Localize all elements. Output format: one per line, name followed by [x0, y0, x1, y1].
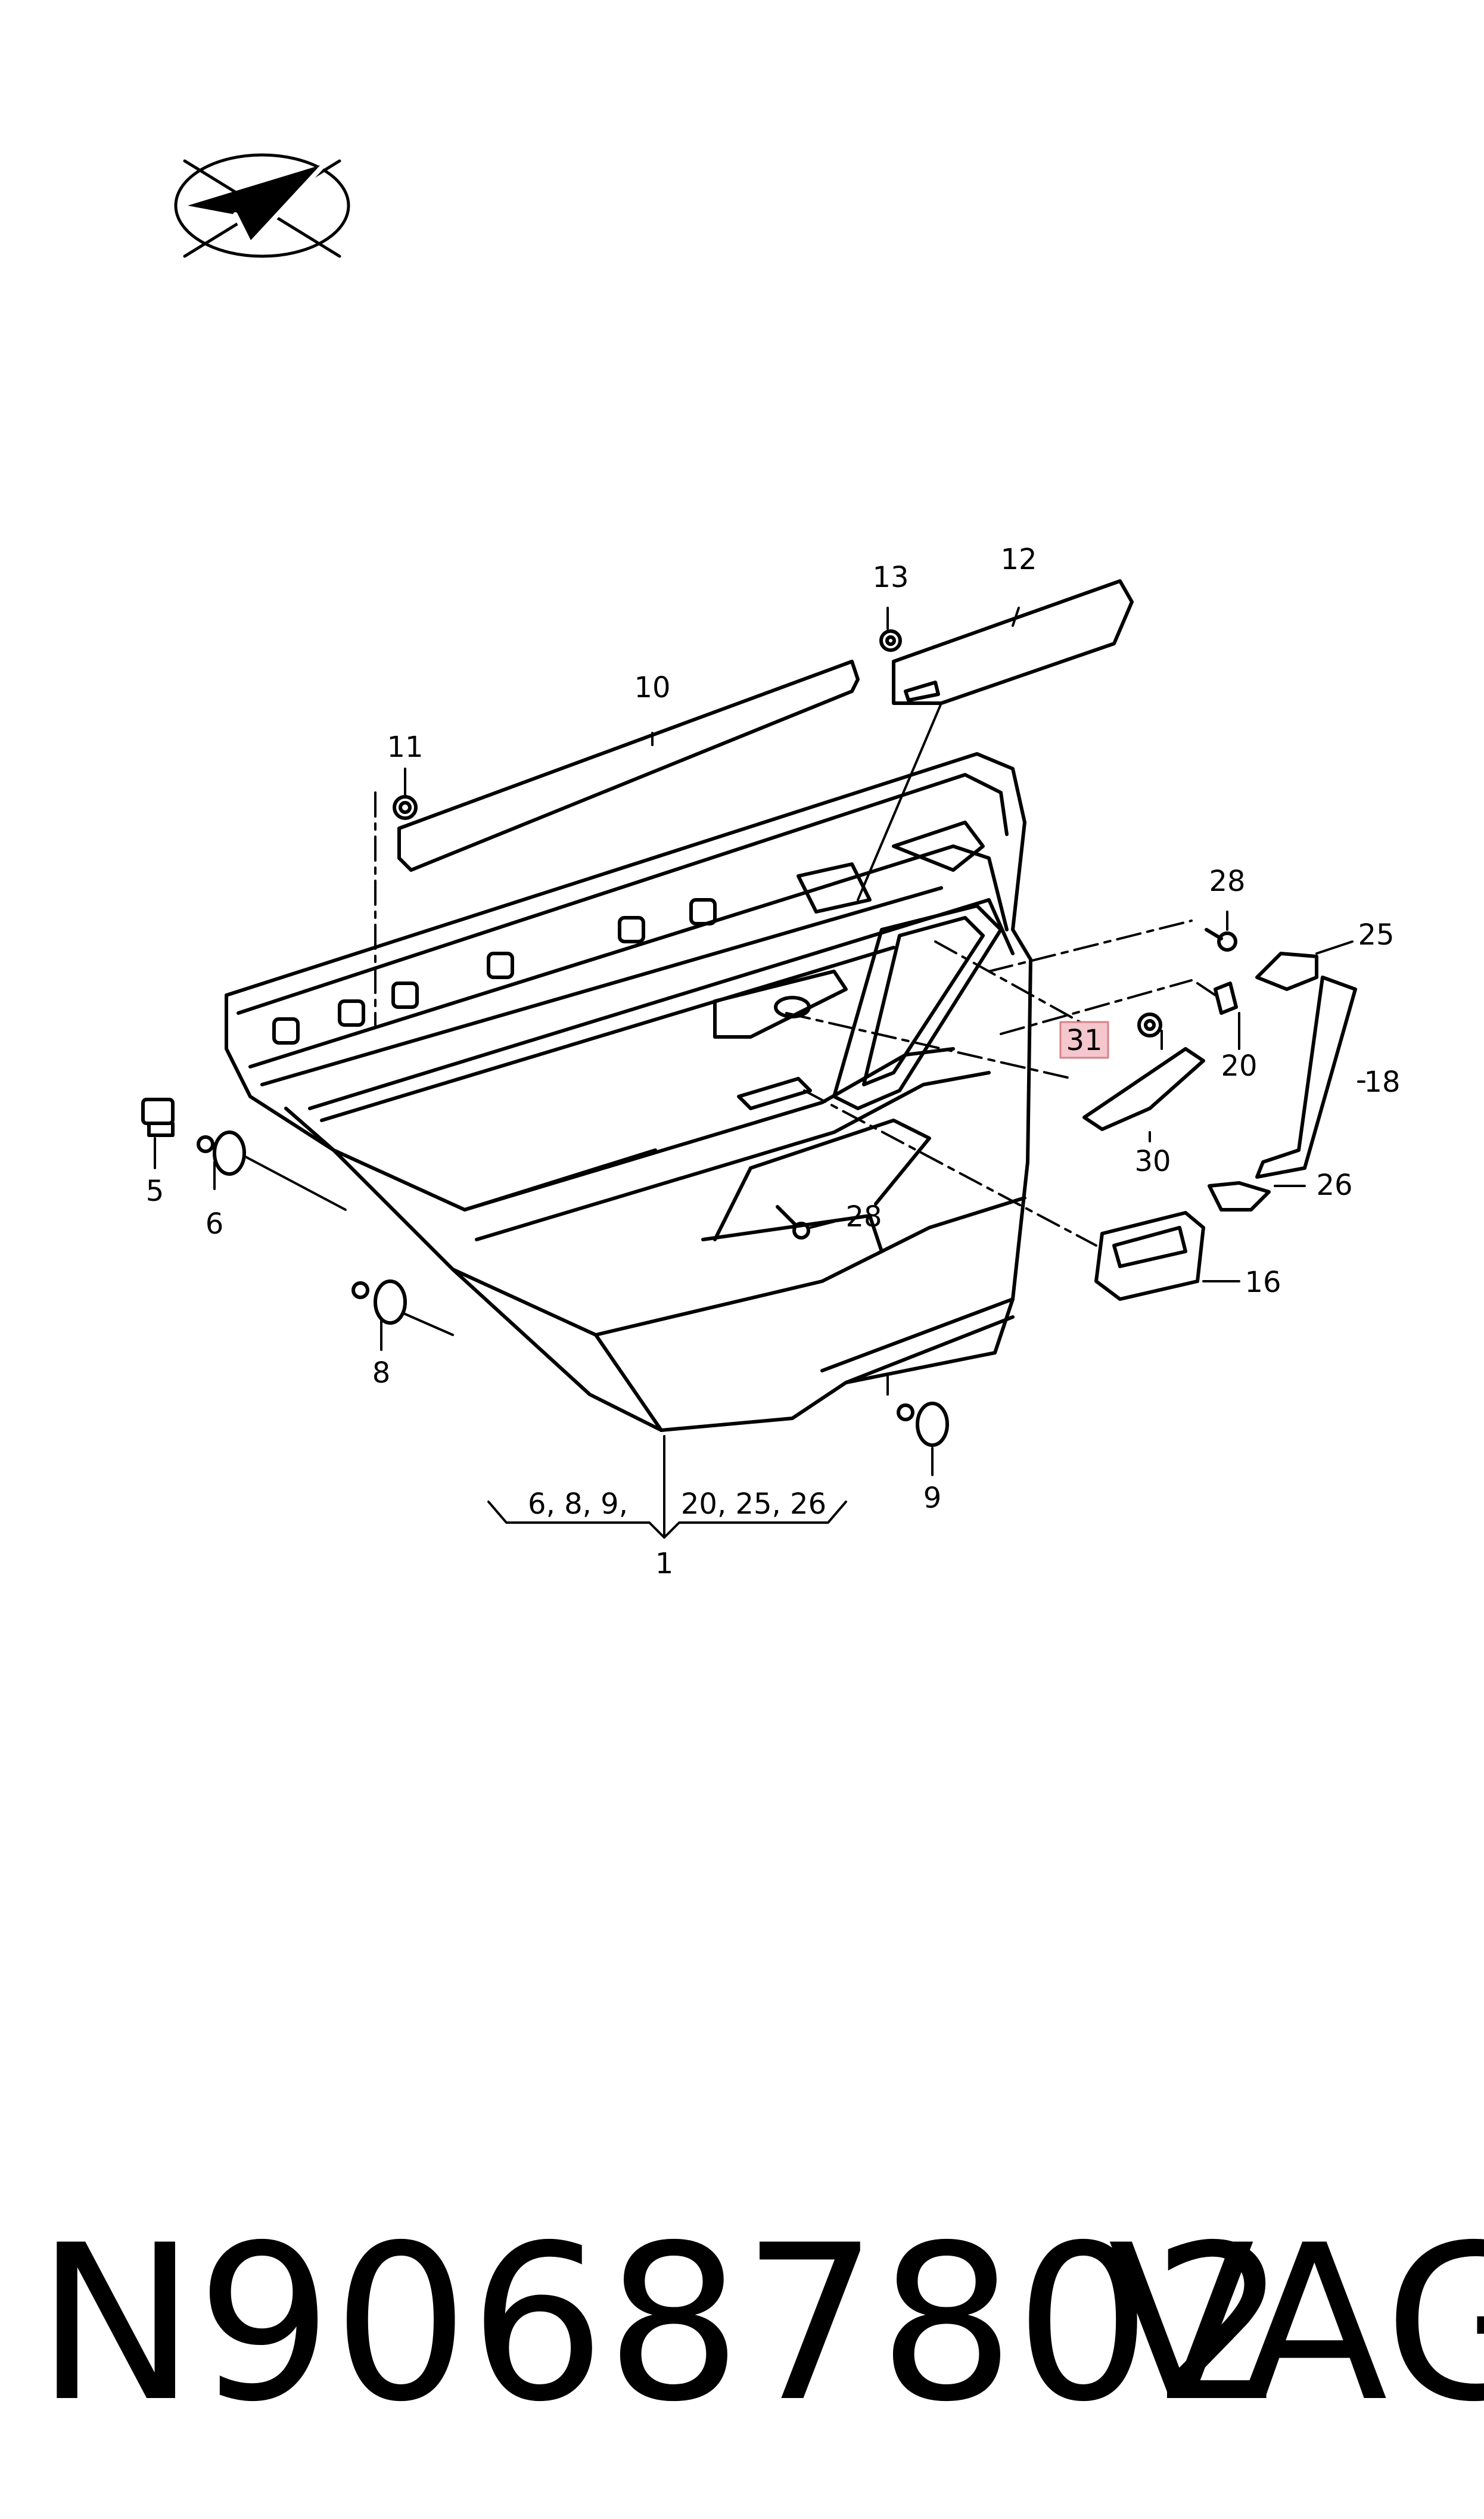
clip-20	[1214, 981, 1238, 1015]
fastener-8	[351, 1279, 407, 1325]
callout-group-right: 20, 25, 26	[681, 1487, 826, 1521]
callout-6: 6	[206, 1207, 224, 1241]
callout-25: 25	[1358, 918, 1394, 952]
brand-name: VAG	[1108, 2199, 1484, 2449]
callout-group-left: 6, 8, 9,	[528, 1487, 628, 1521]
handle-cap-26	[1208, 1181, 1271, 1212]
callout-31: 31	[1066, 1024, 1102, 1057]
callout-1: 1	[655, 1547, 674, 1580]
clip-11	[393, 795, 418, 820]
armrest-cover	[892, 579, 1134, 705]
grab-handle-18	[1255, 976, 1357, 1179]
callout-11: 11	[387, 731, 423, 764]
callout-26: 26	[1316, 1169, 1352, 1202]
callout-labels: 10 11 12 13 28 25 31 20 18 30 26 28 16 5…	[146, 543, 1401, 1580]
callout-20: 20	[1221, 1049, 1257, 1083]
callout-5: 5	[146, 1175, 164, 1208]
cover-30	[1082, 1047, 1205, 1131]
callout-16: 16	[1245, 1266, 1281, 1299]
fastener-6	[197, 1130, 246, 1176]
leader-lines	[154, 607, 1365, 1539]
door-trim-panel	[225, 752, 1032, 1432]
handle-cap-25	[1255, 952, 1318, 991]
callout-12: 12	[1000, 543, 1037, 576]
fastener-9	[897, 1402, 949, 1447]
callout-28-inner: 28	[845, 1200, 882, 1234]
footer: N90687802 VAG	[36, 2199, 1484, 2449]
screw-28-right	[1205, 928, 1237, 952]
nut-31	[1137, 1012, 1162, 1038]
checkmark-logo-icon	[174, 153, 350, 258]
callout-9: 9	[923, 1481, 942, 1515]
screw-13	[879, 629, 902, 652]
part-number: N90687802	[36, 2199, 1288, 2449]
clip-5	[141, 1098, 175, 1137]
callout-30: 30	[1134, 1145, 1171, 1178]
callout-8: 8	[372, 1356, 391, 1390]
callout-18: 18	[1364, 1066, 1400, 1099]
screw-28-inner	[776, 1205, 810, 1240]
callout-10: 10	[634, 671, 670, 704]
trim-strip	[397, 660, 860, 872]
switch-housing-16	[1094, 1211, 1205, 1301]
callout-13: 13	[872, 561, 909, 594]
callout-31-highlight	[1059, 1021, 1109, 1059]
callout-28-right: 28	[1209, 865, 1245, 898]
